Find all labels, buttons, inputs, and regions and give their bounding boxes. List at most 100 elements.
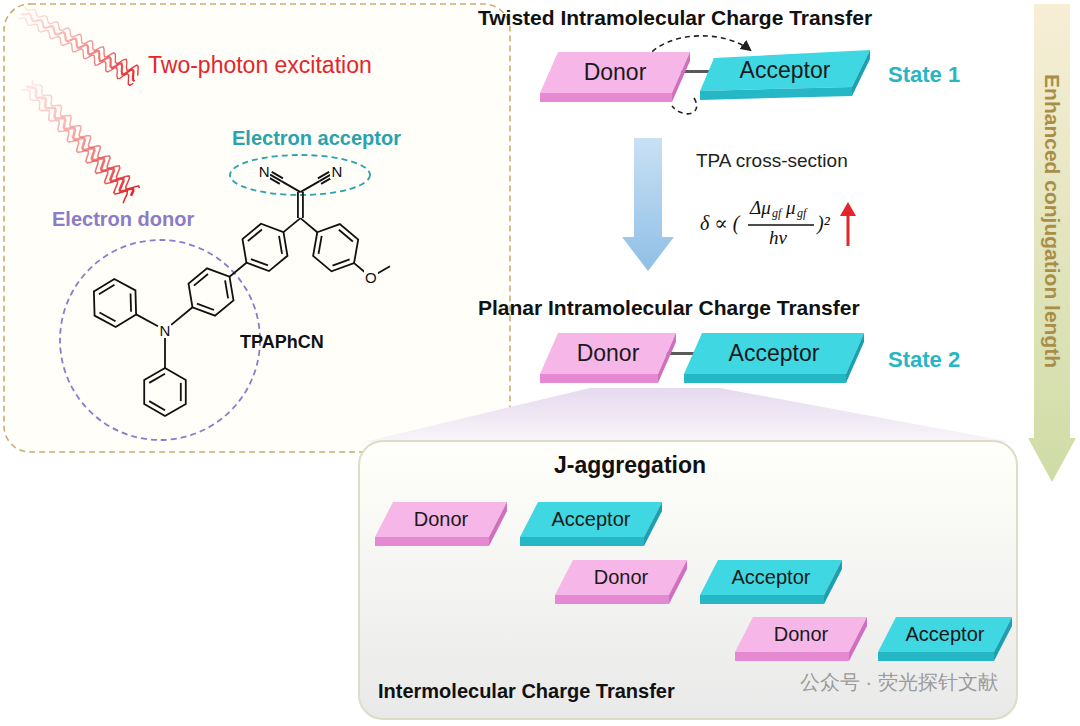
slab-face — [878, 652, 994, 661]
donor-slab: Donor — [735, 617, 867, 661]
node-label: Acceptor — [729, 340, 820, 366]
light-beam — [22, 90, 127, 204]
bond — [300, 181, 319, 192]
light-beam — [27, 85, 134, 195]
acceptor-slab: Acceptor — [700, 560, 842, 604]
bond — [302, 192, 304, 218]
benzene-ring — [242, 224, 287, 271]
bond — [251, 259, 268, 265]
slab-face — [846, 333, 864, 383]
bond — [333, 259, 350, 265]
bond — [248, 229, 262, 241]
left-panel-frame — [4, 4, 510, 452]
compound-name: TPAPhCN — [240, 332, 324, 353]
slab-face — [700, 50, 870, 91]
slab-face — [700, 595, 824, 604]
donor-slab: Donor — [375, 502, 507, 546]
atom-label: N — [159, 323, 172, 338]
node-label: Acceptor — [732, 566, 811, 589]
donor-circle — [60, 240, 260, 440]
formula-part: δ ∝ ( — [700, 212, 740, 235]
formula-part: )² — [817, 212, 830, 235]
bond — [272, 172, 283, 179]
bond — [149, 401, 165, 410]
slab-face — [520, 537, 644, 546]
slab-face — [489, 502, 507, 546]
formula-subscript: gf — [772, 207, 781, 221]
bond — [99, 313, 115, 322]
bond — [230, 263, 247, 277]
bond — [149, 374, 165, 383]
bond — [225, 280, 228, 298]
donor-slab: Donor — [540, 52, 690, 102]
acceptor-slab: Acceptor — [700, 50, 870, 100]
formula-subscript: gf — [797, 207, 806, 221]
slab-face — [684, 374, 846, 383]
state-label: State 1 — [888, 62, 960, 87]
twist-tail — [672, 98, 697, 114]
fraction-bar — [748, 224, 814, 226]
donor-slab: Donor — [540, 333, 676, 383]
slab-face — [540, 93, 672, 102]
increase-arrowhead — [840, 202, 856, 216]
formula-part: μ — [786, 197, 796, 219]
benzene-ring — [313, 224, 358, 271]
bond — [164, 338, 166, 368]
slab-face — [878, 617, 1012, 652]
node-label: Donor — [594, 566, 648, 589]
light-beam — [18, 18, 133, 85]
watermark: 公众号 · 荧光探针文献 — [800, 671, 998, 694]
acceptor-ellipse — [230, 155, 370, 195]
slab-face — [540, 333, 676, 374]
atom-label: O — [364, 270, 378, 285]
node-label: Donor — [414, 508, 468, 531]
atom-label: N — [330, 164, 343, 179]
edge-label: TPA cross-section — [696, 150, 848, 172]
slab-face — [644, 502, 662, 546]
bond — [281, 181, 300, 192]
slab-face — [540, 52, 690, 93]
donor-slab: Donor — [555, 560, 687, 604]
state-heading: Twisted Intramolecular Charge Transfer — [478, 6, 872, 30]
slab-face — [669, 560, 687, 604]
slab-face — [555, 595, 669, 604]
panel-frame — [359, 441, 1017, 719]
bond — [197, 304, 214, 310]
increase-arrow — [847, 214, 850, 246]
bond — [283, 218, 300, 232]
bond — [377, 266, 390, 274]
bond — [194, 274, 208, 286]
node-label: Acceptor — [906, 623, 985, 646]
slab-face — [700, 560, 842, 595]
bond — [171, 307, 192, 325]
benzene-ring — [189, 268, 234, 315]
slab-face — [735, 652, 849, 661]
node-label: Acceptor — [552, 508, 631, 531]
slab-face — [824, 560, 842, 604]
bond — [136, 314, 158, 326]
slab-face — [700, 87, 852, 100]
acceptor-slab: Acceptor — [878, 617, 1012, 661]
bond — [180, 383, 182, 401]
formula-part: Δμ — [750, 197, 771, 219]
state-heading: Planar Intramolecular Charge Transfer — [478, 296, 860, 320]
node-label: Enhanced conjugation length — [1040, 74, 1064, 368]
benzene-ring — [144, 368, 186, 416]
bond — [339, 230, 353, 242]
bond — [99, 285, 115, 295]
bond — [297, 192, 299, 218]
node-label: Acceptor — [740, 57, 831, 83]
bond — [300, 218, 317, 232]
state-label: State 2 — [888, 347, 960, 372]
formula-part: hν — [769, 227, 787, 249]
caption-text: Two-photon excitation — [148, 52, 372, 78]
node-label: Donor — [577, 340, 640, 366]
slab-face — [375, 502, 507, 537]
slab-face — [735, 617, 867, 652]
slab-face — [540, 374, 658, 383]
bond — [319, 236, 322, 254]
slab-face — [849, 617, 867, 661]
slab-face — [672, 52, 690, 102]
aggregation-shade — [364, 388, 1012, 442]
bond — [279, 236, 282, 254]
